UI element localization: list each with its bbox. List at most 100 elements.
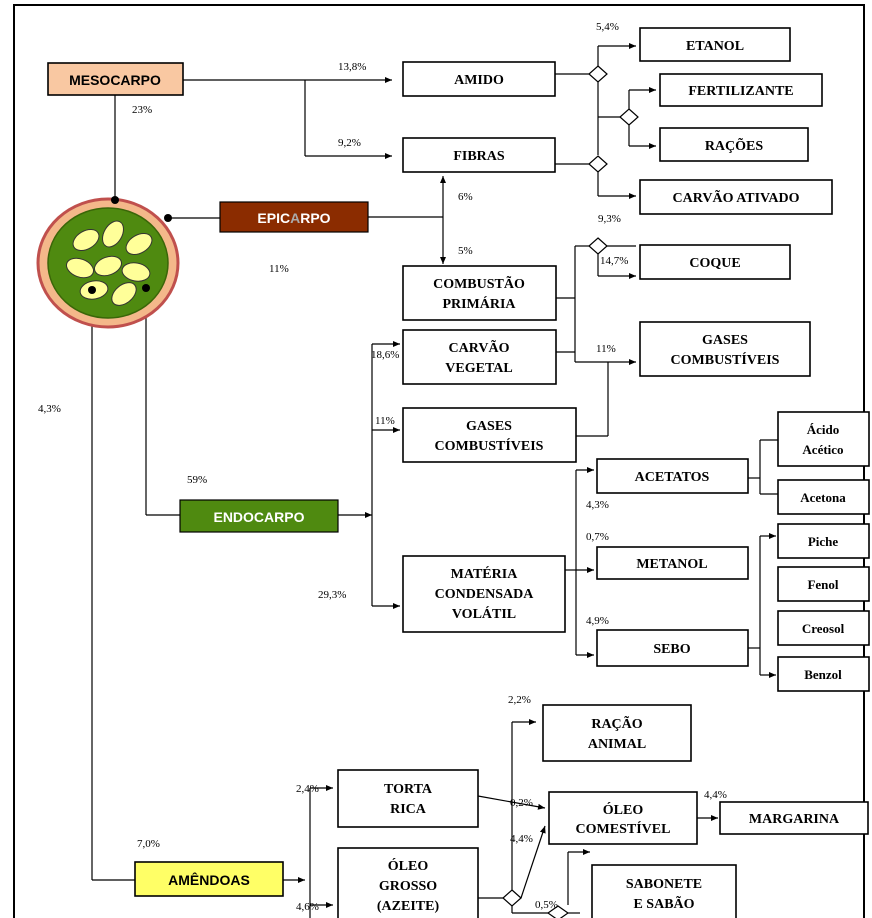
node-piche: Piche xyxy=(777,523,870,559)
epicarpo-label: EPICARPO xyxy=(257,210,330,226)
svg-text:AMIDO: AMIDO xyxy=(454,73,504,88)
seed-6 xyxy=(121,262,151,282)
pct-materia: 29,3% xyxy=(318,589,346,601)
connector-dot-epicarpo xyxy=(164,214,172,222)
connector-dot-endocarpo xyxy=(142,284,150,292)
connector-dot-mesocarpo xyxy=(111,196,119,204)
svg-text:CARVÃO: CARVÃO xyxy=(449,338,510,356)
seed-1 xyxy=(72,229,100,251)
node-fenol: Fenol xyxy=(777,566,870,602)
node-creosol: Creosol xyxy=(777,610,870,646)
epicarpo-pct: 11% xyxy=(269,263,289,275)
pct-etanol: 5,4% xyxy=(596,21,619,33)
seed-2 xyxy=(102,220,124,248)
node-etanol: ETANOL xyxy=(639,27,791,62)
pct-metanol: 0,7% xyxy=(586,531,609,543)
node-acetatos: ACETATOS xyxy=(596,458,749,494)
pct-oleo-com-b: 4,4% xyxy=(510,833,533,845)
svg-text:Benzol: Benzol xyxy=(804,667,842,682)
percentage-labels: 13,8% 9,2% 5,4% 6% 5% 9,3% 14,7% 18,6% 1… xyxy=(296,21,727,913)
seed-5 xyxy=(93,255,123,277)
node-metanol: METANOL xyxy=(596,546,749,580)
source-epicarpo: EPICARPO 11% xyxy=(219,201,369,275)
svg-text:TORTA: TORTA xyxy=(384,782,433,797)
pct-sebo: 4,9% xyxy=(586,615,609,627)
split-node-amido xyxy=(588,65,608,83)
node-amido: AMIDO xyxy=(402,61,556,97)
pct-oleo-grosso: 4,6% xyxy=(296,901,319,913)
endocarpo-box xyxy=(179,499,339,533)
svg-text:Acetona: Acetona xyxy=(800,490,846,505)
split-diamonds xyxy=(502,65,639,918)
node-acido-acetico: Ácido Acético xyxy=(777,411,870,467)
node-acetona: Acetona xyxy=(777,479,870,515)
node-fibras: FIBRAS xyxy=(402,137,556,173)
pct-gases-right: 11% xyxy=(596,343,616,355)
svg-text:Creosol: Creosol xyxy=(802,621,845,636)
pct-epi-up: 6% xyxy=(458,191,473,203)
mesocarpo-label: MESOCARPO xyxy=(69,72,161,88)
svg-text:E SABÃO: E SABÃO xyxy=(633,894,694,912)
svg-text:PRIMÁRIA: PRIMÁRIA xyxy=(442,295,516,312)
node-sebo: SEBO xyxy=(596,629,749,667)
split-node-oleo-grosso xyxy=(502,889,522,907)
split-node-feed xyxy=(619,108,639,126)
node-fertilizante: FERTILIZANTE xyxy=(659,73,823,107)
svg-text:COMBUSTÃO: COMBUSTÃO xyxy=(433,274,525,292)
svg-text:(AZEITE): (AZEITE) xyxy=(377,899,440,914)
fruit-cross-section xyxy=(36,196,180,329)
mesocarpo-box xyxy=(47,62,184,96)
svg-text:FIBRAS: FIBRAS xyxy=(453,149,505,164)
node-materia-condensada: MATÉRIA CONDENSADA VOLÁTIL xyxy=(402,555,566,633)
side-pct: 4,3% xyxy=(38,403,61,415)
connectors xyxy=(91,43,778,918)
node-carvao-ativado: CARVÃO ATIVADO xyxy=(639,179,833,215)
amendoas-label: AMÊNDOAS xyxy=(168,871,250,888)
pct-acetatos: 4,3% xyxy=(586,499,609,511)
pct-gases-mid: 11% xyxy=(375,415,395,427)
svg-text:COMBUSTÍVEIS: COMBUSTÍVEIS xyxy=(435,437,544,454)
node-oleo-comestivel: ÓLEO COMESTÍVEL xyxy=(548,791,698,845)
connector-dot-amendoas xyxy=(88,286,96,294)
svg-text:SEBO: SEBO xyxy=(653,642,690,657)
svg-text:FERTILIZANTE: FERTILIZANTE xyxy=(688,84,793,99)
svg-text:Piche: Piche xyxy=(808,534,839,549)
svg-text:Ácido: Ácido xyxy=(807,422,840,437)
svg-text:COMBUSTÍVEIS: COMBUSTÍVEIS xyxy=(671,351,780,368)
pct-carvao-vegetal: 18,6% xyxy=(371,349,399,361)
seed-3 xyxy=(125,233,153,255)
endocarpo-pct: 59% xyxy=(187,474,207,486)
svg-text:ACETATOS: ACETATOS xyxy=(635,470,710,485)
svg-text:RAÇÃO: RAÇÃO xyxy=(591,714,642,732)
svg-text:ETANOL: ETANOL xyxy=(686,39,744,54)
svg-text:MARGARINA: MARGARINA xyxy=(749,812,840,827)
svg-text:VOLÁTIL: VOLÁTIL xyxy=(452,605,516,622)
svg-text:SABONETE: SABONETE xyxy=(626,877,702,892)
pct-oleo-com: 0,2% xyxy=(510,797,533,809)
svg-text:Acético: Acético xyxy=(802,442,843,457)
node-gases-combustiveis-right: GASES COMBUSTÍVEIS xyxy=(639,321,811,377)
pct-coque-top: 9,3% xyxy=(598,213,621,225)
source-endocarpo: ENDOCARPO 59% xyxy=(179,474,339,533)
svg-text:ANIMAL: ANIMAL xyxy=(588,737,646,752)
node-benzol: Benzol xyxy=(777,656,870,692)
pct-coque: 14,7% xyxy=(600,255,628,267)
pct-fibras: 9,2% xyxy=(338,137,361,149)
node-racoes: RAÇÕES xyxy=(659,127,809,162)
svg-text:ÓLEO: ÓLEO xyxy=(388,857,429,874)
pct-epi-down: 5% xyxy=(458,245,473,257)
svg-text:MATÉRIA: MATÉRIA xyxy=(451,565,519,582)
pct-margarina: 4,4% xyxy=(704,789,727,801)
diagram-frame xyxy=(13,4,865,918)
svg-text:GASES: GASES xyxy=(466,419,512,434)
pct-amido: 13,8% xyxy=(338,61,366,73)
node-torta-rica: TORTA RICA xyxy=(337,769,479,828)
pct-racao-animal: 2,2% xyxy=(508,694,531,706)
epicarpo-box xyxy=(219,201,369,233)
endocarpo-label: ENDOCARPO xyxy=(213,509,304,525)
node-coque: COQUE xyxy=(639,244,791,280)
seed-8 xyxy=(111,282,137,306)
node-oleo-grosso: ÓLEO GROSSO (AZEITE) xyxy=(337,847,479,918)
amendoas-pct: 7,0% xyxy=(137,838,160,850)
